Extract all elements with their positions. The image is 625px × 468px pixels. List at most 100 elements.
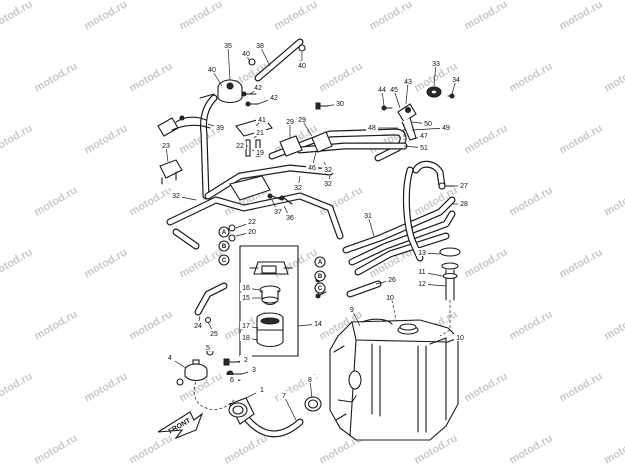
callout-background (416, 267, 428, 275)
leader-line (433, 63, 437, 87)
watermark-text: motod.ru (317, 60, 364, 94)
callout-background (386, 275, 398, 283)
watermark-text: motod.ru (557, 0, 604, 33)
callout-background (388, 85, 400, 93)
callout-background (240, 49, 252, 57)
callout-background (226, 375, 238, 383)
callout-background (296, 115, 308, 123)
watermark-text: motod.ru (82, 122, 129, 156)
fuel-filter-inset (239, 245, 299, 357)
callout-background (246, 217, 258, 225)
part-number-callout: 40 (242, 51, 250, 58)
callout-background (458, 181, 470, 189)
part-number-callout: 29 (286, 119, 294, 126)
part-number-callout: 13 (418, 250, 426, 257)
watermark-text: motod.ru (507, 432, 554, 466)
part-number-callout: 2 (244, 357, 248, 364)
part-number-callout: 25 (210, 331, 218, 338)
watermark-text: motod.ru (272, 0, 319, 33)
callout-background (416, 279, 428, 287)
callout-background (384, 293, 396, 301)
leader-line (227, 45, 231, 81)
connection-marker-circle (314, 256, 326, 268)
watermark-text: motod.ru (367, 0, 414, 33)
part-number-callout: 11 (418, 269, 425, 276)
part-number-callout: 14 (314, 321, 322, 328)
watermark-text: motod.ru (602, 432, 625, 466)
fuel-tank (329, 318, 459, 441)
leader-line (259, 45, 271, 67)
part-number-callout: 50 (424, 121, 432, 128)
watermark-text: motod.ru (177, 0, 224, 33)
leader-line (405, 81, 409, 105)
callout-background (454, 333, 466, 341)
watermark-text: motod.ru (507, 60, 554, 94)
callout-background (240, 355, 252, 363)
part-number-callout: 16 (242, 285, 250, 292)
fasteners (204, 44, 455, 324)
callout-background (202, 343, 214, 351)
part-number-callout: 37 (274, 209, 282, 216)
watermark-text: motod.ru (602, 308, 625, 342)
callout-background (440, 123, 452, 131)
part-number-callout: 36 (286, 215, 294, 222)
watermark-text: motod.ru (32, 308, 79, 342)
watermark-text: motod.ru (127, 308, 174, 342)
part-number-callout: 32 (324, 181, 332, 188)
part-number-callout: 12 (418, 281, 426, 288)
watermark-text: motod.ru (222, 432, 269, 466)
leader-line (283, 395, 297, 421)
callout-background (240, 333, 252, 341)
watermark-text: motod.ru (602, 184, 625, 218)
bracket-23 (159, 159, 183, 185)
part-number-callout: 49 (442, 125, 450, 132)
watermark-text: motod.ru (127, 432, 174, 466)
part-number-callout: 29 (298, 117, 306, 124)
part-number-callout: 31 (364, 213, 372, 220)
part-number-callout: 33 (432, 61, 440, 68)
callout-background (222, 41, 234, 49)
part-number-callout: 22 (248, 219, 256, 226)
watermark-text: motod.ru (32, 184, 79, 218)
connection-marker-letter: C (222, 258, 227, 264)
part-number-callout: 21 (256, 130, 264, 137)
part-number-callout: 46 (308, 165, 316, 172)
callout-background (284, 117, 296, 125)
watermark-text: motod.ru (0, 370, 35, 404)
part-number-callout: 47 (420, 133, 428, 140)
callout-background (366, 123, 378, 131)
watermark-text: motod.ru (557, 370, 604, 404)
callout-background (246, 227, 258, 235)
callout-background (170, 191, 182, 199)
callout-background (248, 365, 260, 373)
callout-background (240, 293, 252, 301)
part-number-callout: 8 (308, 377, 312, 384)
part-number-callout: 26 (388, 277, 396, 284)
callout-background (322, 179, 334, 187)
part-number-callout: 32 (294, 185, 302, 192)
watermark-text: motod.ru (507, 308, 554, 342)
callout-background (254, 148, 266, 156)
connection-marker-circle (314, 282, 326, 294)
connection-marker-letter: A (222, 230, 227, 236)
callout-background (240, 321, 252, 329)
part-number-callout: 4 (168, 355, 172, 362)
filler-assembly (176, 348, 322, 438)
callout-background (306, 163, 318, 171)
connection-marker-letter: B (222, 244, 227, 250)
fuel-sender (439, 247, 461, 301)
vent-valve-43 (397, 103, 417, 141)
callout-background (450, 75, 462, 83)
part-number-callout: 22 (236, 143, 244, 150)
part-number-callout: 10 (386, 295, 394, 302)
callout-background (346, 305, 358, 313)
part-number-callout: 43 (404, 79, 412, 86)
watermark-text: motod.ru (127, 184, 174, 218)
watermark-text: motod.ru (82, 370, 129, 404)
callout-background (284, 213, 296, 221)
part-number-callout: 28 (460, 201, 468, 208)
watermark-text: motod.ru (602, 60, 625, 94)
part-number-callout: 3 (252, 367, 256, 374)
